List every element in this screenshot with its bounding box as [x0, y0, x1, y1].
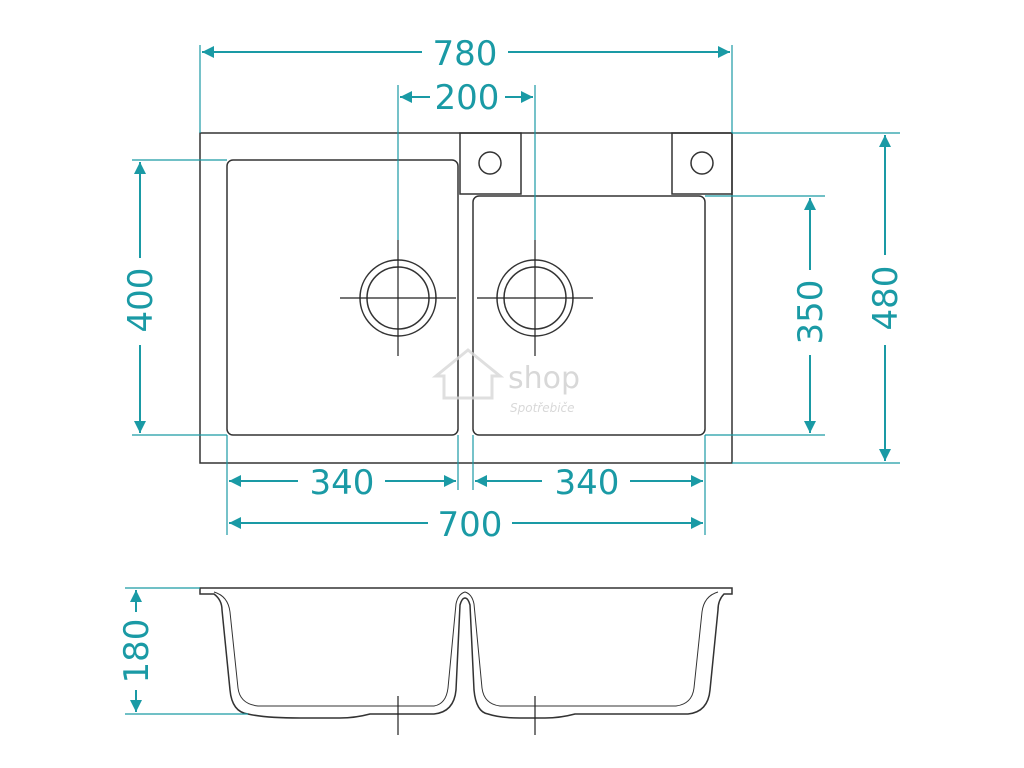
right-drain: [477, 240, 593, 356]
watermark-house-icon: [431, 348, 505, 400]
left-bowl-outline: [226, 159, 459, 436]
tap-hole-left: [478, 151, 502, 175]
dim-overall-width: 780: [433, 34, 498, 74]
side-profile-outline: [199, 587, 733, 719]
top-view: 780 200 400 350 480 340 340 700 shop: [121, 34, 906, 545]
side-view: 180: [117, 587, 733, 735]
sink-outline: [199, 132, 733, 464]
tap-hole-right: [690, 151, 714, 175]
side-profile-inner: [213, 591, 719, 707]
dim-bowls-total-width: 700: [438, 505, 503, 545]
watermark-brand: shop: [508, 361, 580, 396]
watermark-tagline: Spotřebiče: [510, 401, 575, 415]
dim-bowl-height: 180: [117, 619, 157, 684]
tap-hole-plate-right: [671, 132, 733, 195]
dim-overall-depth: 480: [866, 266, 906, 331]
dim-left-bowl-width: 340: [310, 463, 375, 503]
watermark: shop Spotřebiče: [431, 348, 580, 415]
left-drain: [340, 240, 456, 356]
right-bowl-outline: [472, 195, 706, 436]
dim-drain-spacing: 200: [435, 78, 500, 118]
dim-right-bowl-depth: 350: [791, 280, 831, 345]
dim-right-bowl-width: 340: [555, 463, 620, 503]
tap-hole-plate-left: [459, 132, 522, 195]
dim-left-bowl-depth: 400: [121, 268, 161, 333]
